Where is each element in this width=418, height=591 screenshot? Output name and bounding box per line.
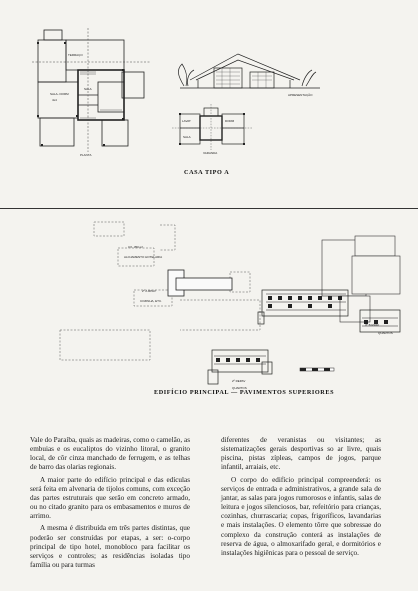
label-caixa: CX. 350 m³ xyxy=(128,245,143,249)
label-cozinha: COZINHA, ETC. xyxy=(140,299,162,303)
label-dorm: DORM xyxy=(225,119,235,123)
text-column-left: Vale do Paraíba, quais as madeiras, como… xyxy=(30,436,190,573)
label-quartos-1: QUARTOS xyxy=(378,331,393,335)
label-varanda: VARANDA xyxy=(203,151,217,155)
caption-edificio-principal: EDIFÍCIO PRINCIPAL — PAVIMENTOS SUPERIOR… xyxy=(154,389,335,396)
label-sala-small: SALA xyxy=(183,135,191,139)
paragraph: diferentes de veranistas ou visitantes; … xyxy=(221,436,381,472)
label-dimensions: 4x4 xyxy=(52,98,57,102)
label-sala-dorm: SALA- DORM xyxy=(50,92,69,96)
paragraph: Vale do Paraíba, quais as madeiras, como… xyxy=(30,436,190,472)
label-terraco: TERRAÇO xyxy=(68,53,83,57)
label-sala: SALA xyxy=(84,87,92,91)
label-planta: PLANTA xyxy=(80,153,91,157)
text-column-right: diferentes de veranistas ou visitantes; … xyxy=(221,436,381,561)
label-apresentacao: APRESENTAÇÃO xyxy=(288,92,313,97)
paragraph: A mesma é distribuída em três partes dis… xyxy=(30,524,190,570)
house-plan-drawing: TERRAÇO SALA- DORM 4x4 SALA PLANTA APRES… xyxy=(32,28,320,157)
site-plan-drawing: CX. 350 m³ ALOJAMENTO HOTELARIA 2º A RPA… xyxy=(59,221,401,390)
section-divider xyxy=(0,208,418,209)
label-pav-4: 2º REPAV xyxy=(232,379,245,383)
paragraph: O corpo do edifício principal compreende… xyxy=(221,475,381,557)
caption-casa-tipo: CASA TIPO A xyxy=(184,169,230,176)
label-alojamento: ALOJAMENTO HOTELARIA xyxy=(124,255,162,259)
label-pav-3: 3º B RPAV xyxy=(365,323,379,327)
label-lavat: LAVAT xyxy=(182,119,191,123)
label-quartos-2: QUARTOS xyxy=(232,386,247,390)
paragraph: A maior parte do edifício principal e da… xyxy=(30,475,190,521)
label-pav-2: 2º A RPAV xyxy=(142,289,156,293)
